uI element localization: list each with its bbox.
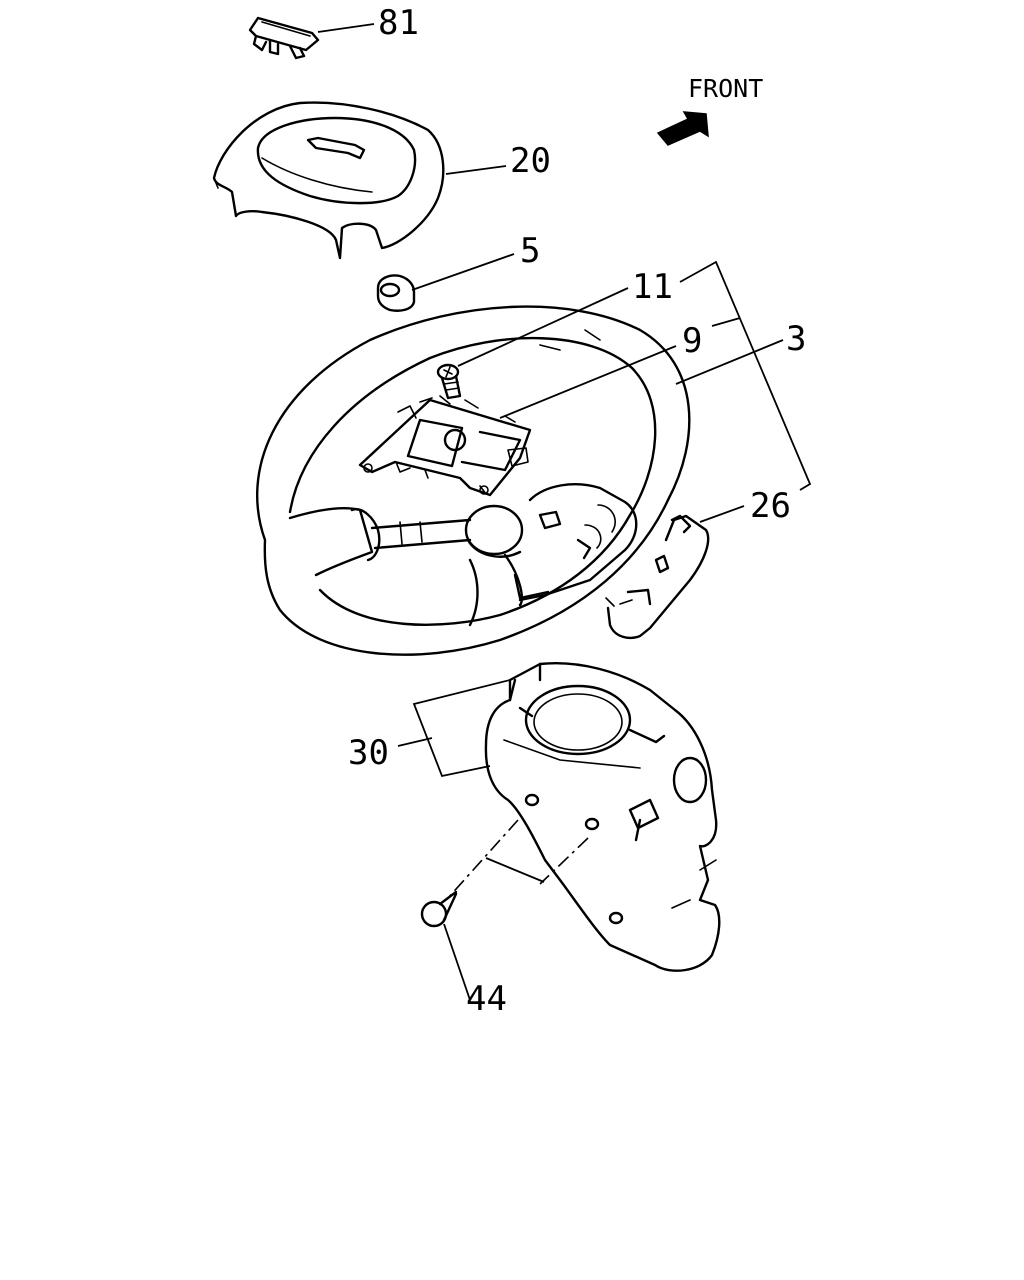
column-cover-part <box>484 662 721 972</box>
front-indicator: FRONT <box>656 74 763 146</box>
clip-part <box>248 16 320 60</box>
horn-pad-part <box>212 101 445 260</box>
callout-9: 9 <box>682 321 702 361</box>
alignment-line <box>447 819 519 899</box>
front-arrow-icon <box>656 111 709 146</box>
front-label: FRONT <box>688 74 763 103</box>
callouts: 81 20 5 11 9 3 26 30 44 <box>348 3 806 1019</box>
leader-lines <box>317 23 812 1001</box>
bolt-part <box>436 363 462 400</box>
screw-part <box>420 890 458 928</box>
nut-part <box>376 274 416 312</box>
callout-20: 20 <box>510 141 551 181</box>
callout-26: 26 <box>750 486 791 526</box>
alignment-line <box>539 837 589 885</box>
callout-3: 3 <box>786 319 806 359</box>
callout-11: 11 <box>632 267 673 307</box>
callout-44: 44 <box>466 979 507 1019</box>
steering-wheel-part <box>256 305 691 656</box>
callout-5: 5 <box>520 231 540 271</box>
rear-cover-part <box>605 514 710 639</box>
bracket-part <box>358 395 532 497</box>
callout-81: 81 <box>378 3 419 43</box>
callout-30: 30 <box>348 733 389 773</box>
